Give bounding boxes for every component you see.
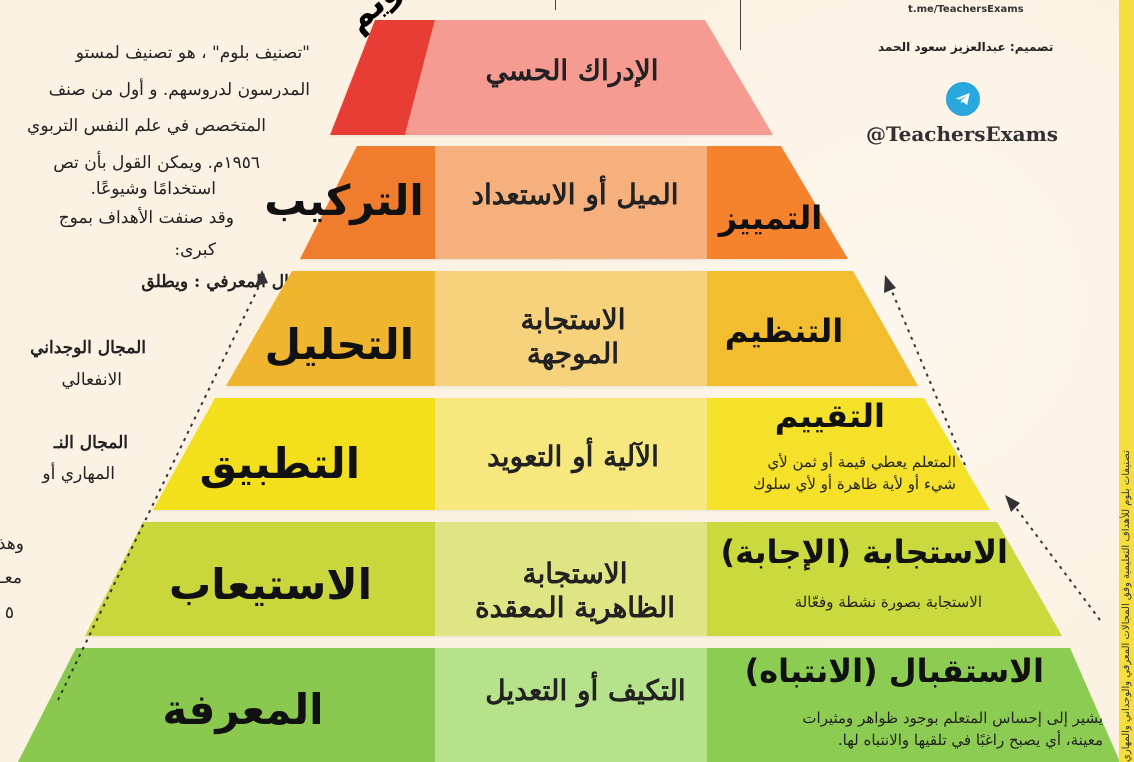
telegram-icon[interactable]: [946, 82, 980, 116]
right-upper-dotted-arrow-head: [884, 275, 896, 293]
intro-line-8: المجال المعرفي : ويطلق: [141, 272, 320, 292]
right-upper-dotted-arrow: [887, 281, 966, 466]
top-left-rotated-label: التقويم: [337, 0, 476, 60]
level-5-center-label: التكيف أو التعديل: [485, 674, 686, 707]
intro-line-12: المهاري أو: [42, 464, 115, 484]
level-3-right-description: المتعلم يعطي قيمة أو ثمن لأي شيء أو لأية…: [753, 453, 956, 493]
intro-line-6: وقد صنفت الأهداف بموج: [58, 208, 234, 228]
level-2-right-label: التنظيم: [724, 312, 844, 350]
level-5-right-description: يشير إلى إحساس المتعلم بوجود ظواهر ومثير…: [802, 709, 1103, 749]
pyramid-top-center-label: الإدراك الحسي: [485, 54, 659, 87]
side-strip-text: تصنيفات بلوم للأهداف التعليمية وفق المجا…: [1121, 450, 1132, 762]
right-dotted-arrow: [1009, 499, 1101, 621]
intro-line-5: استخدامًا وشيوعًا.: [90, 179, 217, 199]
right-dotted-arrow-head: [1005, 495, 1020, 512]
level-1-right-label: التمييز: [718, 199, 823, 237]
credits-block: t.me/TeachersExams تصميم: عبدالعزيز سعود…: [790, 0, 1110, 160]
intro-line-15: ٥: [4, 603, 14, 623]
level-3-center-label: الآلية أو التعويد: [487, 440, 659, 473]
header-divider-line: [740, 0, 741, 50]
level-1-left-label: التركيب: [264, 176, 424, 225]
level-3-left-label: التطبيق: [199, 439, 360, 488]
intro-line-9: المجال الوجداني: [30, 338, 146, 358]
level-5-left-label: المعرفة: [162, 685, 324, 734]
header-divider-line-left: [555, 0, 556, 10]
level-2-left-label: التحليل: [264, 320, 414, 369]
level-4-center-label: الاستجابة الظاهرية المعقدة: [474, 557, 676, 624]
intro-line-7: كبرى:: [174, 240, 216, 260]
designer-credit: تصميم: عبدالعزيز سعود الحمد: [878, 40, 1054, 54]
intro-line-1: "تصنيف بلوم" ، هو تصنيف لمستو: [75, 43, 310, 63]
level-4-left-label: الاستيعاب: [169, 560, 372, 609]
level-4-right-label: الاستجابة (الإجابة): [720, 533, 1008, 571]
intro-line-4: ١٩٥٦م. ويمكن القول بأن تص: [53, 153, 260, 173]
level-2-center-label: الاستجابة الموجهة: [520, 303, 626, 370]
level-1-center-label: الميل أو الاستعداد: [471, 178, 679, 211]
telegram-plane-icon: [955, 93, 970, 105]
telegram-link-text[interactable]: t.me/TeachersExams: [908, 4, 1024, 15]
level-4-right-description: الاستجابة بصورة نشطة وفعّالة: [794, 593, 982, 611]
intro-line-14: معـ: [0, 568, 22, 588]
telegram-handle[interactable]: @TeachersExams: [866, 122, 1059, 146]
level-5-right-label: الاستقبال (الانتباه): [744, 652, 1044, 690]
intro-line-10: الانفعالي: [61, 370, 122, 390]
intro-text-column: "تصنيف بلوم" ، هو تصنيف لمستو المدرسون ل…: [0, 0, 320, 762]
intro-line-11: المجال النـ: [53, 433, 128, 453]
intro-line-3: المتخصص في علم النفس التربوي: [27, 116, 266, 136]
intro-line-13: وهذ: [0, 534, 24, 554]
level-3-right-label: التقييم: [774, 397, 885, 435]
side-strip: تصنيفات بلوم للأهداف التعليمية وفق المجا…: [1119, 0, 1134, 762]
intro-line-2: المدرسون لدروسهم. و أول من صنف: [48, 80, 310, 100]
